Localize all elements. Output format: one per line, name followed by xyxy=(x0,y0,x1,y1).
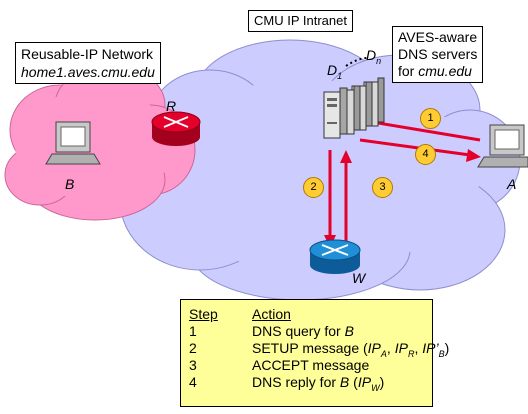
arrow-step-1 xyxy=(359,118,481,142)
dns-servers-label: AVES-aware DNS servers for cmu.edu xyxy=(392,26,484,83)
step-badge-3: 3 xyxy=(372,177,393,198)
host-a-label: A xyxy=(507,176,517,192)
router-r xyxy=(151,111,201,146)
server-d1-label: D1 xyxy=(327,62,343,81)
step-badge-2: 2 xyxy=(303,177,324,198)
arrow-step-3-head xyxy=(340,150,352,163)
step-badge-1: 1 xyxy=(420,108,441,129)
dns-server-stack xyxy=(323,77,385,139)
server-dn-label: Dn xyxy=(366,47,382,66)
steps-table: Step Action 1 DNS query for B 2 SETUP me… xyxy=(180,299,449,407)
host-b-label: B xyxy=(65,176,75,192)
arrow-step-4-head xyxy=(466,149,481,162)
router-w xyxy=(309,239,361,274)
arrow-step-4 xyxy=(359,138,471,157)
router-r-label: R xyxy=(166,98,177,114)
step-badge-4: 4 xyxy=(415,144,436,165)
reusable-network-label: Reusable-IP Network home1.aves.cmu.edu xyxy=(15,42,161,84)
router-w-label: W xyxy=(352,270,366,286)
host-b-computer xyxy=(45,121,101,165)
intranet-label: CMU IP Intranet xyxy=(248,10,353,32)
host-a-computer xyxy=(477,124,528,168)
server-ellipsis xyxy=(345,57,369,67)
